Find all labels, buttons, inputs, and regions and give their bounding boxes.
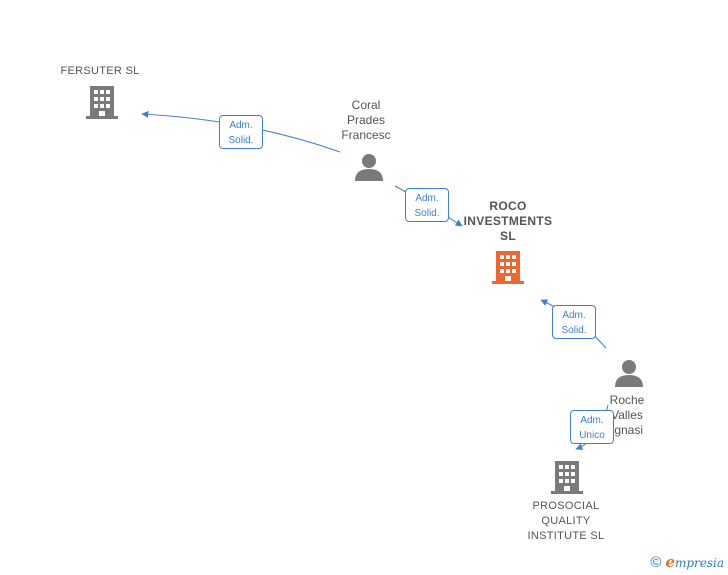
company-label-roco[interactable]: ROCO INVESTMENTS SL (463, 199, 553, 243)
brand-name: mpresia (674, 556, 724, 570)
relation-label-coral-roco[interactable]: Adm. Solid. (405, 188, 449, 222)
building-icon[interactable] (86, 84, 118, 120)
company-label-prosocial[interactable]: PROSOCIAL QUALITY INSTITUTE SL (527, 500, 605, 542)
company-label-fersuter[interactable]: FERSUTER SL (60, 65, 140, 77)
relation-label-coral-fersuter[interactable]: Adm. Solid. (219, 115, 263, 149)
brand-initial: e (665, 553, 675, 571)
person-icon[interactable] (354, 152, 384, 182)
person-label-coral[interactable]: Coral Prades Francesc (341, 98, 391, 142)
copyright-icon: © (650, 553, 662, 571)
brand-logo[interactable]: empresia (665, 553, 724, 571)
person-icon[interactable] (614, 358, 644, 388)
relation-label-roche-roco[interactable]: Adm. Solid. (552, 305, 596, 339)
building-icon[interactable] (551, 459, 583, 495)
relation-label-roche-prosocial[interactable]: Adm. Unico (570, 410, 614, 444)
building-icon[interactable] (492, 249, 524, 285)
brand-footer: © empresia (650, 553, 724, 571)
person-label-roche[interactable]: Roche Valles Ignasi (609, 393, 645, 437)
